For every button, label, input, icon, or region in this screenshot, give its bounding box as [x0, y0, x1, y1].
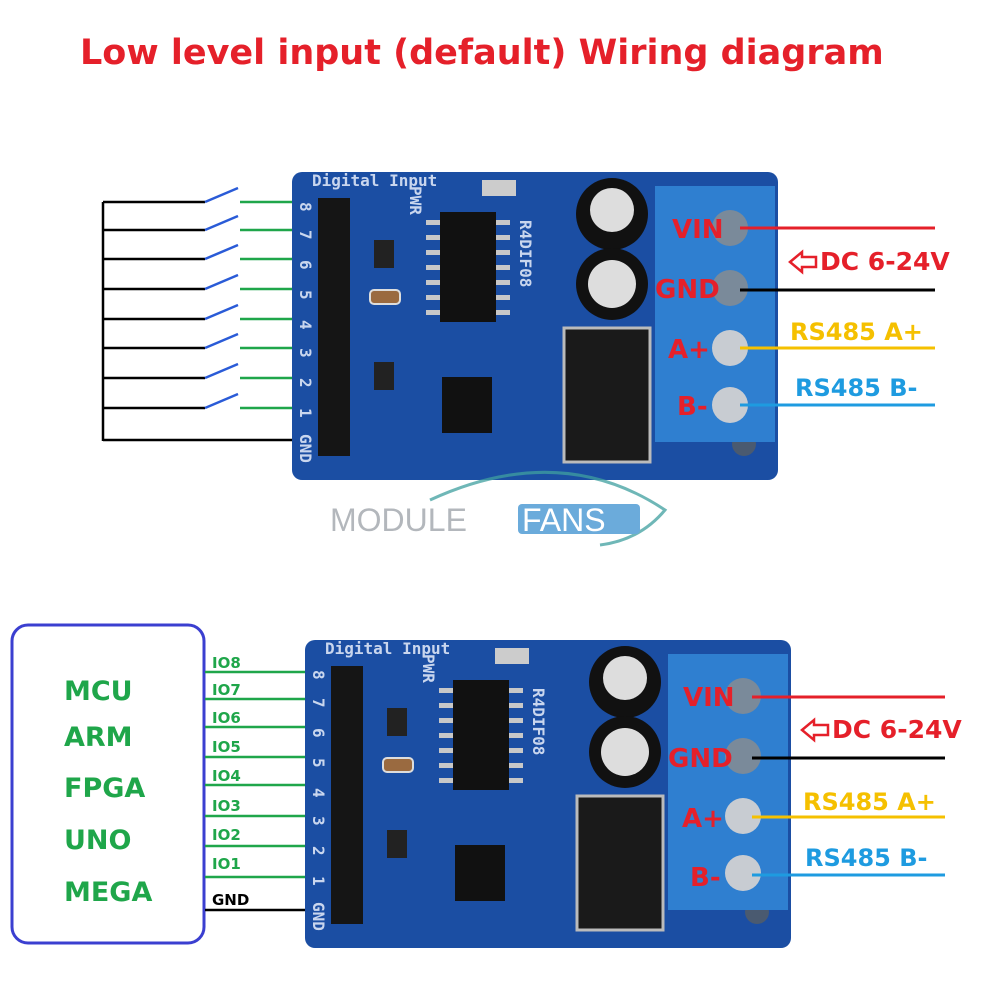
- power-label: DC 6-24V: [820, 247, 950, 276]
- page-title: Low level input (default) Wiring diagram: [80, 33, 884, 73]
- terminal-gnd: GND: [655, 275, 720, 305]
- gnd-label: GND: [212, 891, 249, 909]
- pin-label: 3: [309, 816, 328, 826]
- pin-label: 7: [296, 230, 315, 240]
- io-label: IO1: [212, 855, 241, 873]
- pin-label: 6: [309, 728, 328, 738]
- pin-label: 6: [296, 260, 315, 270]
- terminal-vin: VIN: [683, 683, 735, 713]
- rs485-a-label: RS485 A+: [790, 318, 923, 346]
- io-label: IO7: [212, 681, 241, 699]
- rs485-b-label: RS485 B-: [805, 844, 927, 872]
- pin-label: 2: [296, 378, 315, 388]
- controller-item: MEGA: [64, 877, 152, 908]
- board-model: R4DIF08: [529, 688, 548, 755]
- pin-label: 2: [309, 846, 328, 856]
- pin-label: 5: [296, 290, 315, 300]
- power-label: DC 6-24V: [832, 715, 962, 744]
- pin-label: 1: [296, 408, 315, 418]
- board-bottom: Digital Input PWR R4DIF08 8 7 6 5 4 3 2 …: [303, 638, 793, 950]
- watermark-text: FANS: [522, 502, 606, 538]
- pin-label: GND: [296, 434, 315, 463]
- controller-item: ARM: [64, 722, 133, 753]
- controller-item: UNO: [64, 825, 131, 856]
- controller-item: FPGA: [64, 773, 145, 804]
- board-top: Digital Input PWR R4DIF08 8 7 6 5 4 3 2 …: [290, 170, 780, 482]
- header-label: Digital Input: [325, 639, 450, 658]
- terminal-a: A+: [668, 335, 710, 365]
- pwr-label: PWR: [419, 654, 438, 683]
- header-label: Digital Input: [312, 171, 437, 190]
- terminal-b: B-: [677, 392, 708, 422]
- arrow-left-outline-icon: [800, 717, 830, 743]
- watermark-logo: MODULE FANS: [330, 470, 668, 547]
- pin-label: 8: [296, 202, 315, 212]
- io-label: IO8: [212, 654, 241, 672]
- pin-label: 4: [309, 788, 328, 798]
- pin-label: 5: [309, 758, 328, 768]
- io-label: IO6: [212, 709, 241, 727]
- pwr-label: PWR: [406, 186, 425, 215]
- pin-label: 1: [309, 876, 328, 886]
- bottom-diagram: MCU ARM FPGA UNO MEGA IO8 IO7 IO6 IO5 IO…: [10, 623, 962, 950]
- controller-box: [10, 623, 206, 945]
- pin-label: 4: [296, 320, 315, 330]
- controller-item: MCU: [64, 676, 133, 707]
- io-label: IO2: [212, 826, 241, 844]
- terminal-vin: VIN: [672, 215, 724, 245]
- pin-label: 3: [296, 348, 315, 358]
- pin-label: 8: [309, 670, 328, 680]
- top-diagram: Digital Input PWR R4DIF08 8 7 6 5 4 3 2 …: [101, 170, 950, 482]
- io-label: IO4: [212, 767, 241, 785]
- terminal-a: A+: [682, 804, 724, 834]
- pin-label: 7: [309, 698, 328, 708]
- terminal-b: B-: [690, 863, 721, 893]
- terminal-gnd: GND: [668, 744, 733, 774]
- rs485-a-label: RS485 A+: [803, 788, 936, 816]
- arrow-left-outline-icon: [788, 249, 818, 275]
- board-model: R4DIF08: [516, 220, 535, 287]
- io-label: IO3: [212, 797, 241, 815]
- io-label: IO5: [212, 738, 241, 756]
- watermark-text: MODULE: [330, 502, 467, 538]
- pin-label: GND: [309, 902, 328, 931]
- rs485-b-label: RS485 B-: [795, 374, 917, 402]
